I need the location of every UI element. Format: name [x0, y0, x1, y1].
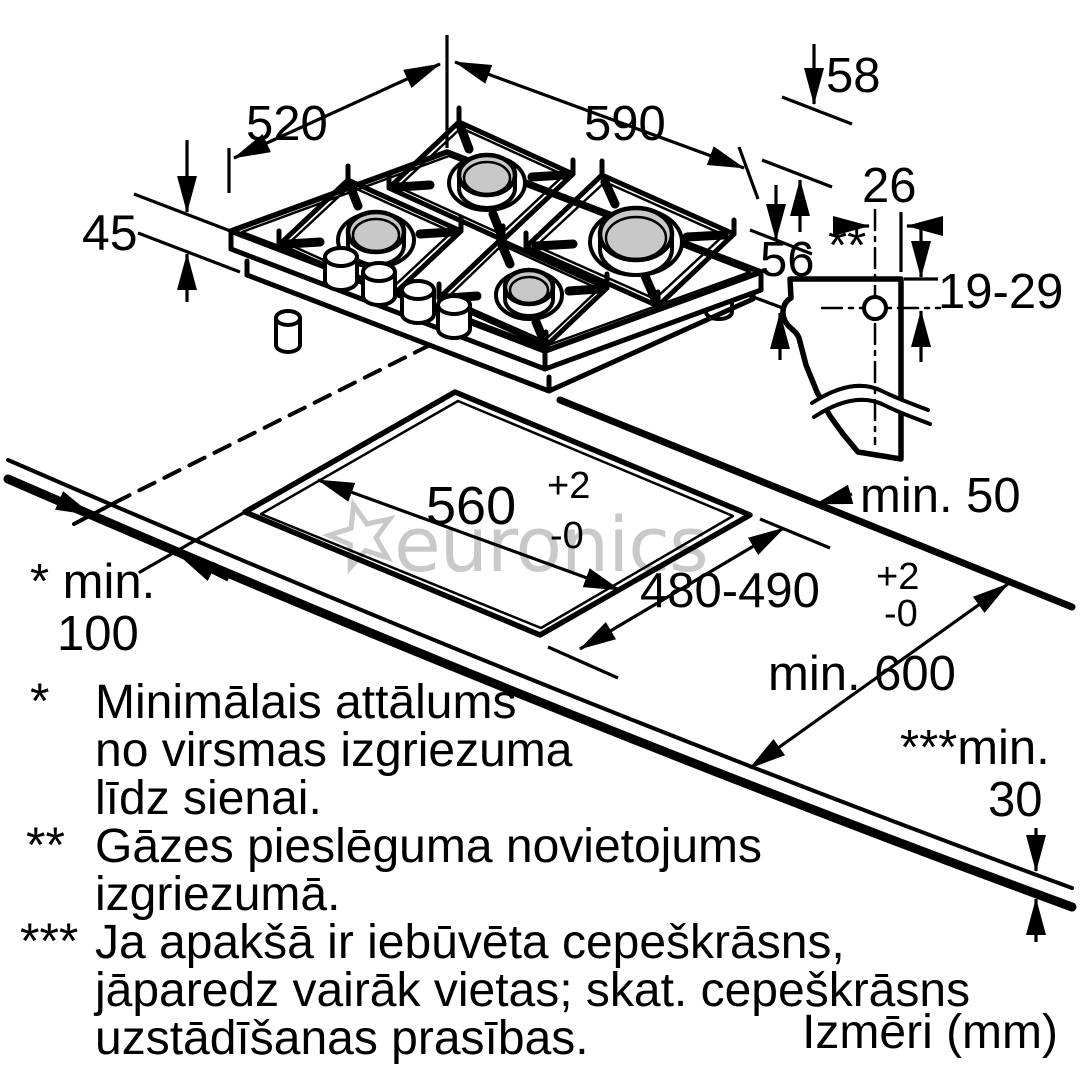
bracket-outline — [780, 276, 904, 462]
knob-2 — [361, 261, 397, 307]
footnote-2-line-1: Gāzes pieslēguma novietojums — [95, 820, 762, 873]
extension-line — [761, 158, 833, 189]
extension-line — [137, 231, 241, 274]
footnote-1-line-1: Minimālais attālums — [95, 676, 516, 729]
dim-arrow-min100-left — [39, 490, 93, 517]
dim-gas-offset: 26 — [862, 159, 917, 213]
knob-3 — [400, 279, 436, 325]
footnotes: * Minimālais attālums no virsmas izgriez… — [20, 673, 1058, 1065]
wall-projection-dashed-line — [118, 343, 432, 502]
dim-hob-width: 590 — [584, 97, 666, 151]
dim-line-min600 — [749, 582, 1009, 770]
knob-4 — [436, 294, 472, 340]
burner-cap — [502, 267, 556, 307]
footnote-marker-1: * — [30, 673, 49, 729]
units-label: Izmēri (mm) — [802, 1006, 1058, 1059]
extension-line — [781, 95, 853, 126]
footnote-marker-2: ** — [26, 817, 65, 873]
footnote-1-line-3: līdz sienai. — [95, 772, 322, 825]
cutout-opening-inner — [259, 399, 735, 630]
dim-hob-depth: 520 — [246, 97, 328, 151]
break-wave-bottom — [812, 397, 932, 426]
dim-side-clearance-label: * min. — [30, 555, 155, 609]
footnote-marker-3: *** — [20, 913, 78, 969]
dim-line-560 — [317, 478, 621, 592]
dim-oven-clearance-label: ***min. — [900, 721, 1050, 775]
dim-cutout-width-tol-plus: +2 — [547, 465, 590, 507]
footnote-3-line-1: Ja apakšā ir iebūvēta cepeškrāsns, — [95, 916, 845, 969]
worktop-front-edge-bottom — [3, 474, 1077, 912]
extension-line — [759, 517, 831, 550]
dim-rear-clearance: min. 50 — [860, 469, 1021, 523]
burner-front-small — [436, 223, 610, 349]
dim-line-520 — [233, 62, 441, 160]
footnote-1-line-2: no virsmas izgriezuma — [95, 724, 573, 777]
dim-hole-position: 19-29 — [938, 265, 1063, 319]
gas-connection-marker: ** — [828, 219, 866, 273]
footnote-2-line-2: izgriezumā. — [95, 868, 340, 921]
gas-connection-hole — [862, 295, 888, 321]
cutout-corner-extension — [138, 510, 247, 574]
footnote-3-line-2: jāparedz vairāk vietas; skat. cepeškrāsn… — [93, 964, 970, 1017]
break-wave-top — [810, 383, 930, 412]
footnote-3-line-3: uzstādīšanas prasības. — [95, 1012, 589, 1065]
extension-line — [547, 645, 619, 680]
dim-arrow-min50 — [815, 484, 854, 506]
hob-foot-left — [274, 309, 302, 354]
cutout-opening — [242, 389, 753, 638]
dim-cutout-depth-tol-minus: -0 — [884, 593, 918, 635]
dim-line-590 — [454, 60, 745, 170]
dim-oven-clearance-value: 30 — [988, 773, 1043, 827]
gas-connection-bracket-detail: 26 ** 19-29 min. 50 — [780, 159, 1063, 523]
dim-hob-height-front: 45 — [82, 205, 138, 261]
knob-1 — [323, 246, 359, 292]
dim-cutout-width-tol-minus: -0 — [550, 515, 584, 557]
dim-cutout-depth: 480-490 — [640, 564, 820, 618]
dim-worktop-depth: min. 600 — [768, 647, 956, 701]
break-band — [812, 385, 930, 424]
dim-line-480-490 — [579, 526, 785, 651]
dim-cutout-depth-tol-plus: +2 — [876, 556, 919, 598]
dim-hob-height-total: 58 — [826, 49, 881, 103]
wall-edge-extension — [72, 498, 122, 526]
control-knobs — [323, 246, 472, 340]
cutout-dimension-annotations: 560 +2 -0 480-490 +2 -0 * min. 100 min. … — [30, 465, 1050, 942]
worktop-view — [3, 343, 1077, 912]
dim-cutout-width: 560 — [426, 476, 516, 536]
dim-side-clearance-value: 100 — [57, 607, 139, 661]
burner-right-large — [523, 158, 737, 309]
dim-arrow-min100-right — [179, 554, 229, 582]
worktop-front-edge-top — [6, 458, 1074, 890]
extension-line — [749, 228, 813, 256]
extension-line — [133, 192, 234, 234]
